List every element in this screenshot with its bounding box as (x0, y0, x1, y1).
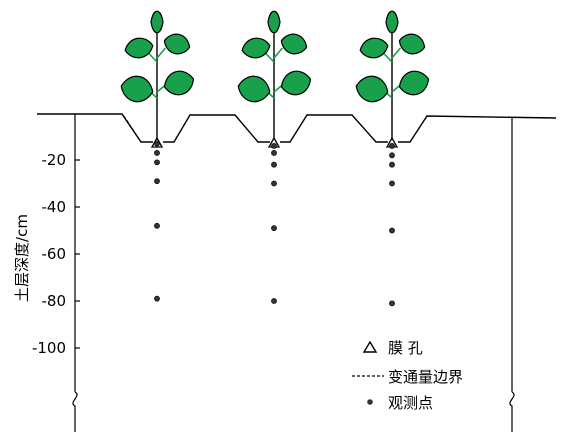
flux-boundary-legend-label: 变通量边界 (388, 368, 463, 386)
axis-tick-label: -100 (32, 339, 66, 357)
axis-break-left (72, 391, 78, 432)
observation-point (271, 142, 277, 149)
leaf-branch (156, 47, 167, 59)
observation-point (389, 227, 395, 234)
observation-point (271, 150, 277, 156)
observation-point (154, 150, 160, 156)
leaf-branch (391, 47, 402, 59)
axis-tick-label: -80 (42, 292, 67, 310)
leaf-shape (163, 70, 195, 96)
plant-1 (120, 10, 195, 302)
membrane-hole-legend-icon (362, 340, 378, 353)
observation-point (154, 159, 160, 166)
depth-axis: -20 -40 -60 -80 -100 (32, 151, 80, 357)
observation-point (154, 295, 160, 302)
leaf-shape (359, 37, 389, 59)
observation-point (389, 152, 395, 159)
leaf-shape (267, 10, 281, 34)
axis-tick-label: -20 (42, 151, 67, 169)
leaf-shape (398, 70, 430, 96)
leaf-shape (355, 75, 389, 103)
leaf-shape (280, 70, 312, 96)
plant-3 (355, 10, 430, 307)
depth-axis-title: 土层深度/cm (13, 214, 31, 302)
leaf-shape (150, 10, 164, 34)
leaf-shape (385, 10, 399, 34)
membrane-hole-legend-label: 膜 孔 (388, 339, 423, 357)
observation-point (154, 222, 160, 229)
leaf-shape (124, 37, 154, 59)
observation-point (389, 180, 395, 187)
axis-tick-label: -60 (42, 245, 67, 263)
observation-point (271, 225, 277, 232)
observation-point (154, 140, 160, 147)
leaf-shape (163, 33, 191, 55)
leaf-branch (273, 47, 284, 59)
flux-boundary-segment (123, 115, 153, 143)
leaf-shape (280, 33, 308, 55)
observation-point (389, 161, 395, 168)
observation-point (154, 178, 160, 185)
axis-tick-label: -40 (42, 198, 67, 216)
plant-2 (237, 10, 312, 304)
legend: 膜 孔 变通量边界 观测点 (352, 339, 463, 412)
leaf-shape (398, 33, 426, 55)
leaf-shape (241, 37, 271, 59)
leaf-shape (237, 75, 271, 103)
observation-point (271, 180, 277, 187)
observation-point (389, 300, 395, 307)
observation-point (271, 161, 277, 168)
leaf-shape (120, 75, 154, 103)
observation-point-legend-icon (367, 399, 373, 405)
observation-point (271, 298, 277, 304)
observation-point-legend-label: 观测点 (388, 394, 433, 412)
axis-break-right (509, 391, 515, 432)
plants (120, 10, 430, 307)
ground-surface (37, 113, 557, 143)
observation-point (389, 142, 395, 149)
